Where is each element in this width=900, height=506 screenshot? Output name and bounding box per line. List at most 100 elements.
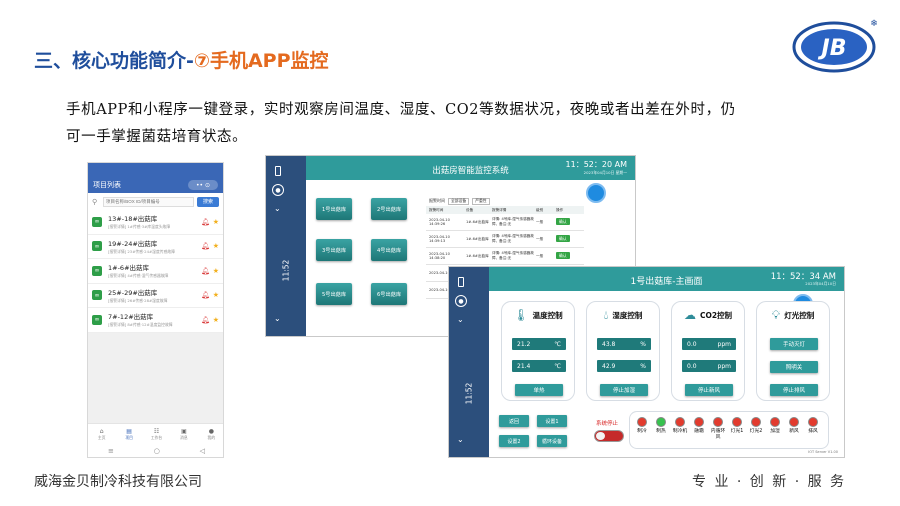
battery-icon (458, 277, 464, 287)
settings-1-button[interactable]: 设置1 (537, 415, 567, 427)
confirm-button[interactable]: 确认 (556, 235, 570, 242)
confirm-button[interactable]: 确认 (556, 218, 570, 225)
heat-button[interactable]: 单热 (515, 384, 563, 396)
temp-value-2: 21.4℃ (512, 360, 566, 372)
home-circle-icon[interactable]: ● (272, 184, 284, 196)
cell-time: 2023-04-10 14:37 (429, 271, 462, 275)
indicator-label: 灯光2 (749, 429, 763, 434)
clock: 11：52：20 AM (565, 160, 627, 169)
cell-device: 1#-6#出菇库 (466, 236, 489, 241)
back-nav-icon[interactable]: ◁ (199, 447, 206, 455)
filter-icon[interactable]: ⚲ (92, 197, 98, 206)
side-time: 11:52 (464, 382, 474, 405)
star-icon[interactable]: ★ (212, 242, 219, 251)
search-button[interactable]: 搜索 (197, 196, 219, 207)
miniapp-capsule-button[interactable]: •• ⊙ (188, 180, 218, 190)
slide-title: 三、核心功能简介-⑦手机APP监控 (34, 46, 329, 73)
indicator-label: 制冷机 (672, 429, 688, 434)
room-2-button[interactable]: 2号出菇库 (371, 198, 407, 220)
tab-messages[interactable]: ▣消息 (170, 424, 197, 443)
tab-label: 消息 (180, 434, 188, 440)
humid-value-2: 42.9% (597, 360, 651, 372)
list-item[interactable]: ∞ 13#-18#出菇库[报警详情] 1#传感·3#库温度头故障 🔔︎★ (88, 210, 223, 235)
humid-value-1: 43.8% (597, 338, 651, 350)
tab-workbench[interactable]: ☷工作台 (143, 424, 170, 443)
room-1-button[interactable]: 1号出菇库 (316, 198, 352, 220)
col-device: 设备 (466, 207, 474, 212)
room-3-button[interactable]: 3号出菇库 (316, 239, 352, 261)
device-select[interactable]: 全部设备 (448, 197, 470, 205)
room-6-button[interactable]: 6号出菇库 (371, 283, 407, 305)
star-icon[interactable]: ★ (212, 217, 219, 226)
chevron-icon[interactable]: ⌄ (457, 435, 464, 444)
room-4-button[interactable]: 4号出菇库 (371, 239, 407, 261)
tablet-side-bar: ● ⌄ 11:52 ⌄ (449, 267, 489, 457)
lighting-off-button[interactable]: 照明关 (770, 361, 818, 373)
settings-2-button[interactable]: 设置2 (499, 435, 529, 447)
stop-humidify-button[interactable]: 停止加湿 (600, 384, 648, 396)
temp-value-1: 21.2℃ (512, 338, 566, 350)
indicator-label: 灯光1 (730, 429, 744, 434)
list-item[interactable]: ∞ 1#-6#出菇库[报警详情] 4#传感·湿气传感器故障 🔔︎★ (88, 259, 223, 284)
workbench-icon: ☷ (153, 427, 160, 435)
tab-home[interactable]: ⌂主页 (88, 424, 115, 443)
light-control-card: 💡︎灯光控制 手动灭灯 照明关 停止排风 (756, 301, 830, 401)
home-nav-icon[interactable]: ○ (153, 447, 160, 455)
tablet-top-bar: 出菇房智能监控系统 11：52：20 AM 2023年04月10日 星期一 (306, 156, 635, 180)
list-item[interactable]: ∞ 7#-12#出菇库[报警详情] 8#传感·12#温度监控故障 🔔︎★ (88, 308, 223, 333)
indicator-label: 加湿 (770, 429, 780, 434)
col-detail: 报警详情 (492, 207, 507, 212)
level-select[interactable]: 严重性 (472, 197, 490, 205)
message-icon: ▣ (181, 427, 187, 435)
phone-header: 项目列表 •• ⊙ (88, 177, 223, 193)
indicator-lamp (675, 417, 685, 427)
status-ring-icon[interactable] (586, 183, 606, 203)
item-name: 25#-29#出菇库 (108, 288, 158, 297)
indicator-label: 制冷 (637, 429, 647, 434)
alarm-bell-icon: 🔔︎ (201, 315, 210, 324)
star-icon[interactable]: ★ (212, 315, 219, 324)
indicator-label: 融霜 (694, 429, 704, 434)
item-name: 1#-6#出菇库 (108, 264, 150, 273)
tablet-top-bar: 1号出菇库-主画面 11：52：34 AM 2023年04月10日 (489, 267, 844, 291)
title-sub: ⑦手机APP监控 (193, 50, 329, 72)
logo-text: JB (818, 36, 847, 61)
back-button[interactable]: 返回 (499, 415, 529, 427)
chevron-down-icon[interactable]: ⌄ (274, 204, 281, 213)
cell-detail: 详情: 4号库-湿气传感器故障，备注:无 (492, 234, 534, 243)
chevron-icon[interactable]: ⌄ (274, 314, 281, 323)
menu-nav-icon[interactable]: ≡ (107, 447, 114, 455)
company-logo: JB ❄ (792, 19, 878, 73)
star-icon[interactable]: ★ (212, 266, 219, 275)
tab-projects[interactable]: ▤项目 (115, 424, 142, 443)
card-title: 湿度控制 (612, 311, 643, 320)
system-title: 出菇房智能监控系统 (432, 166, 509, 176)
item-name: 19#-24#出菇库 (108, 239, 158, 248)
link-icon: ∞ (92, 290, 102, 301)
tablet-side-bar: ● ⌄ 11:52 ⌄ (266, 156, 306, 336)
list-item[interactable]: ∞ 25#-29#出菇库[报警详情] 26#传感·28#湿度故障 🔔︎★ (88, 284, 223, 308)
tab-profile[interactable]: ●我的 (198, 424, 223, 443)
title-main: 三、核心功能简介- (34, 50, 194, 72)
body-line-2: 可一手掌握菌菇培育状态。 (66, 129, 248, 145)
circulation-button[interactable]: 循环设备 (537, 435, 567, 447)
stop-fresh-air-button[interactable]: 停止新风 (685, 384, 733, 396)
confirm-button[interactable]: 确认 (556, 252, 570, 259)
link-icon: ∞ (92, 265, 102, 276)
star-icon[interactable]: ★ (212, 291, 219, 300)
manual-light-off-button[interactable]: 手动灭灯 (770, 338, 818, 350)
room-5-button[interactable]: 5号出菇库 (316, 283, 352, 305)
cell-level: 一般 (536, 219, 544, 224)
unit: % (640, 340, 646, 348)
stop-exhaust-button[interactable]: 停止排风 (770, 384, 818, 396)
home-circle-icon[interactable]: ● (455, 295, 467, 307)
indicator-label: 排风 (808, 429, 818, 434)
system-stop-toggle[interactable] (594, 430, 624, 442)
link-icon: ∞ (92, 241, 102, 252)
list-item[interactable]: ∞ 19#-24#出菇库[报警详情] 23#传感·24#湿度传感故障 🔔︎★ (88, 235, 223, 259)
chevron-down-icon[interactable]: ⌄ (457, 315, 464, 324)
item-desc: [报警详情] 1#传感·3#库温度头故障 (108, 224, 171, 230)
unit: ppm (717, 362, 731, 370)
search-input[interactable] (103, 196, 194, 207)
